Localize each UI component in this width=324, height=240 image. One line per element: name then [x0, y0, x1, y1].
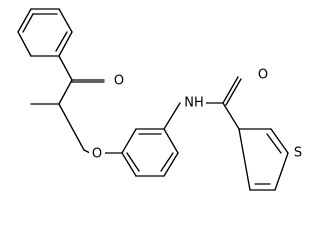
- amide-nitrogen-label: NH: [184, 96, 204, 111]
- chemical-structure-diagram: O NH O O S: [17, 8, 306, 191]
- thiophene-ring: [238, 128, 289, 191]
- ether-oxygen-label: O: [92, 147, 102, 162]
- molecule-canvas: O NH O O S: [17, 8, 306, 191]
- ketone-oxygen-label: O: [114, 74, 124, 89]
- amide-nitrogen-label-background: [182, 94, 206, 112]
- ether-oxygen-label-background: [89, 145, 105, 163]
- atom-label-group: O NH O O S: [89, 67, 306, 163]
- amide-oxygen-label: O: [258, 68, 268, 83]
- thiophene-sulfur-label: S: [294, 146, 302, 161]
- thiophene-sulfur-label-background: [290, 144, 306, 162]
- amide-linkage: [163, 76, 242, 130]
- phenyl-ring-left: [17, 8, 73, 57]
- phenyl-ring-center: [121, 128, 179, 177]
- ketone-chain: [30, 55, 105, 151]
- ketone-oxygen-label-background: [111, 72, 127, 90]
- amide-oxygen-label-background: [255, 67, 271, 85]
